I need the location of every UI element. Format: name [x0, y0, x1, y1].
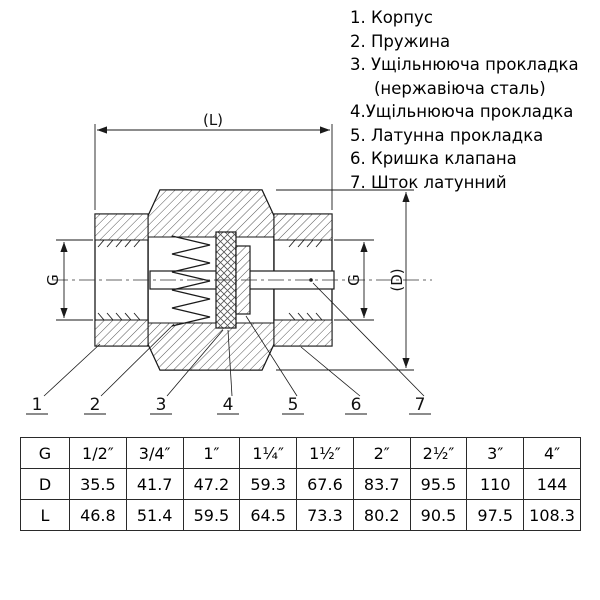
part-number-2: 2 — [84, 395, 106, 415]
dim-g-right-label: G — [345, 274, 363, 286]
legend-item-3: 3. Ущільнююча прокладка — [350, 55, 579, 74]
table-cell: 90.5 — [409, 499, 468, 531]
part-number-6: 6 — [345, 395, 367, 415]
dimensions-table: G 1/2″ 3/4″ 1″ 1¼″ 1½″ 2″ 2½″ 3″ 4″ D 35… — [20, 437, 581, 531]
legend-item-6: 6. Кришка клапана — [350, 149, 517, 168]
table-cell: 3/4″ — [125, 437, 184, 469]
table-cell: 1½″ — [296, 437, 354, 469]
table-cell: 51.4 — [125, 499, 184, 531]
table-cell: 83.7 — [352, 468, 411, 500]
legend-item-3-continued: (нержавіюча сталь) — [374, 78, 546, 98]
parts-legend: 1. Корпус 2. Пружина 3. Ущільнююча прокл… — [350, 6, 596, 194]
table-cell: 41.7 — [125, 468, 184, 500]
table-row-g: G 1/2″ 3/4″ 1″ 1¼″ 1½″ 2″ 2½″ 3″ 4″ — [20, 437, 581, 469]
left-thread-marks — [97, 239, 141, 321]
table-cell: 80.2 — [352, 499, 411, 531]
legend-item-4: 4.Ущільнююча прокладка — [350, 102, 574, 121]
table-cell: 1/2″ — [69, 437, 127, 469]
table-cell: 2″ — [352, 437, 411, 469]
table-cell: 67.6 — [296, 468, 354, 500]
svg-text:6: 6 — [351, 395, 362, 415]
table-cell: 144 — [523, 468, 581, 500]
part-number-5: 5 — [282, 395, 304, 415]
part-number-3: 3 — [150, 395, 172, 415]
table-cell: 110 — [466, 468, 525, 500]
svg-text:1: 1 — [32, 395, 43, 415]
svg-text:5: 5 — [288, 395, 299, 415]
part-number-1: 1 — [26, 395, 48, 415]
table-cell: 46.8 — [69, 499, 127, 531]
svg-text:3: 3 — [156, 395, 167, 415]
part-number-4: 4 — [217, 395, 239, 415]
table-cell: 64.5 — [239, 499, 298, 531]
table-cell: 97.5 — [466, 499, 525, 531]
table-cell: 95.5 — [409, 468, 468, 500]
table-cell: 3″ — [466, 437, 525, 469]
svg-text:7: 7 — [415, 395, 426, 415]
dimension-diameter: (D) — [276, 189, 414, 371]
part-numbers: 1 2 3 4 5 6 7 — [26, 395, 431, 415]
table-cell: 1″ — [182, 437, 241, 469]
table-cell: 73.3 — [296, 499, 354, 531]
table-cell: 1¼″ — [239, 437, 298, 469]
valve-technical-drawing: (L) G G (D) — [26, 111, 432, 415]
dim-length-label: (L) — [203, 111, 223, 129]
dim-g-left-label: G — [44, 274, 62, 286]
spring — [171, 235, 211, 327]
right-thread-marks — [288, 239, 323, 321]
table-cell: 59.5 — [182, 499, 241, 531]
legend-item-1: 1. Корпус — [350, 8, 433, 27]
legend-item-2: 2. Пружина — [350, 31, 451, 51]
table-row-l: L 46.8 51.4 59.5 64.5 73.3 80.2 90.5 97.… — [20, 499, 581, 531]
table-cell: 108.3 — [523, 499, 581, 531]
dimension-g-right: G — [334, 239, 374, 321]
table-cell: 59.3 — [239, 468, 298, 500]
dimension-g-left: G — [44, 239, 93, 321]
leader-lines — [43, 282, 425, 397]
table-cell: 4″ — [523, 437, 581, 469]
row-header-l: L — [20, 499, 70, 531]
table-cell: 2½″ — [409, 437, 468, 469]
svg-text:4: 4 — [223, 395, 234, 415]
svg-text:2: 2 — [90, 395, 101, 415]
dim-diameter-label: (D) — [388, 268, 406, 291]
row-header-d: D — [20, 468, 70, 500]
part-number-7: 7 — [409, 395, 431, 415]
table-row-d: D 35.5 41.7 47.2 59.3 67.6 83.7 95.5 110… — [20, 468, 581, 500]
row-header-g: G — [20, 437, 70, 469]
legend-item-5: 5. Латунна прокладка — [350, 125, 544, 145]
table-cell: 35.5 — [69, 468, 127, 500]
dimension-length: (L) — [94, 111, 333, 210]
table-cell: 47.2 — [182, 468, 241, 500]
legend-item-7: 7. Шток латунний — [350, 172, 507, 192]
